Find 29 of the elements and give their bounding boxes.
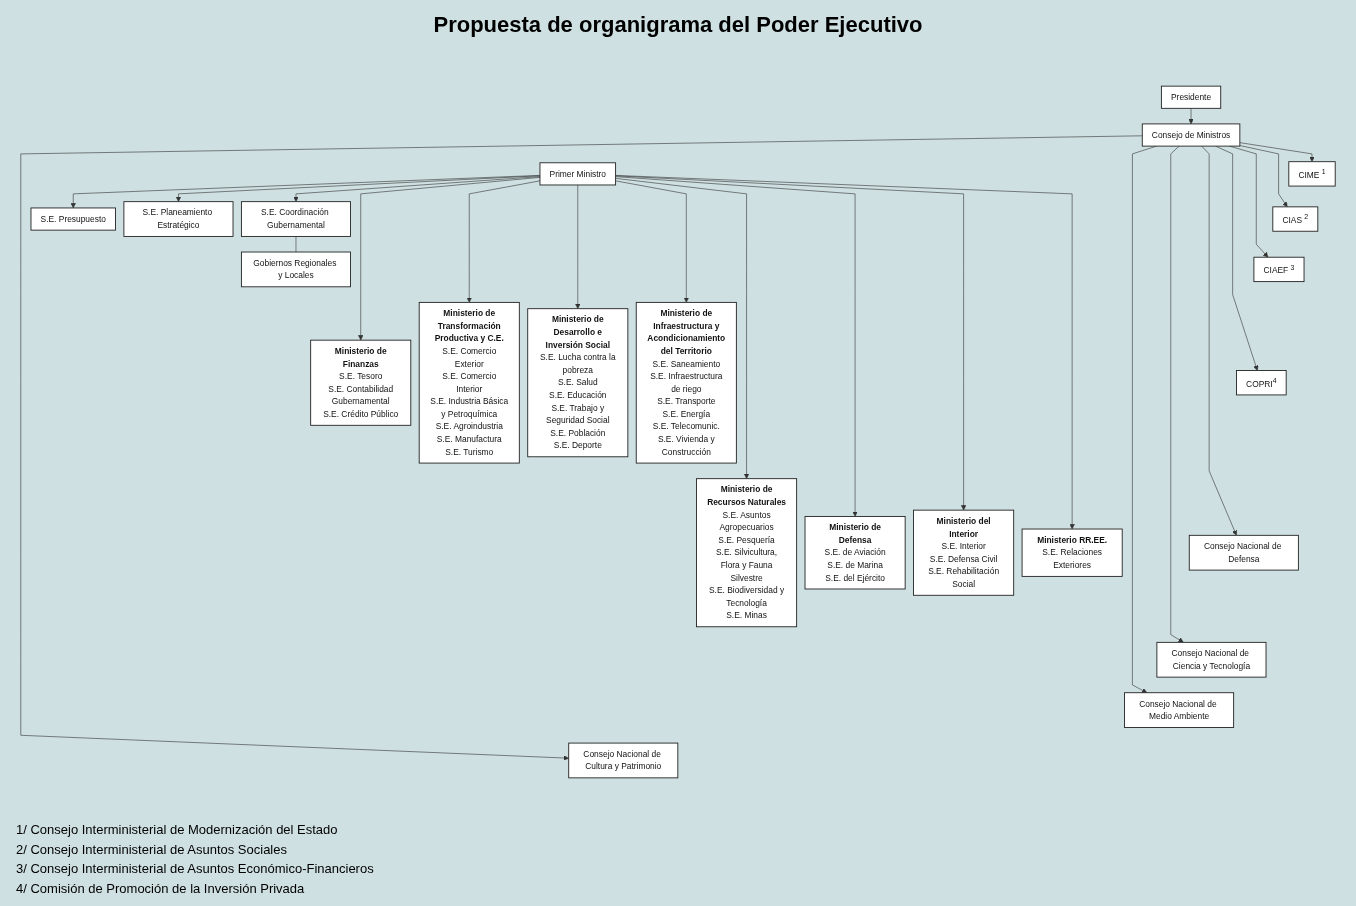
node-box: Primer Ministro xyxy=(539,162,617,186)
node-box: Presidente xyxy=(1160,85,1222,109)
node-box: Ministerio del Interior S.E. Interior S.E. Defensa Civil S.E. Rehabilitación Social xyxy=(913,509,1015,596)
node-box: Ministerio de Recursos Naturales S.E. Asuntos Agropecuarios S.E. Pesquería S.E. Silvicultura, Flora y Fauna Silvestre S.E. Biodiversidad y Tecnología S.E. Minas xyxy=(696,478,798,628)
node-box: Consejo Nacional de Ciencia y Tecnología xyxy=(1156,641,1267,678)
node-box: Ministerio de Finanzas S.E. Tesoro S.E. Contabilidad Gubernamental S.E. Crédito Público xyxy=(310,339,412,426)
node-box: CIAS $^{2}$ xyxy=(1272,206,1319,232)
node-box: CIME $^{1}$ xyxy=(1288,161,1336,187)
node-box: Ministerio de Desarrollo e Inversión Social S.E. Lucha contra la pobreza S.E. Salud S.E. Educación S.E. Trabajo y Seguridad Social S.E. Población S.E. Deporte xyxy=(527,308,629,458)
node-box: S.E. Presupuesto xyxy=(30,207,116,231)
node-box: COPRI$^{4}$ xyxy=(1236,370,1287,396)
footnote: 3/ Consejo Interministerial de Asuntos Económico-Financieros xyxy=(16,860,374,878)
node-box: Ministerio de Defensa S.E. de Aviación S.E. de Marina S.E. del Ejército xyxy=(804,516,906,590)
footnote: 1/ Consejo Interministerial de Modernización del Estado xyxy=(16,821,338,839)
node-box: Ministerio de Transformación Productiva y C.E. S.E. Comercio Exterior S.E. Comercio Interior S.E. Industria Básica y Petroquímica S.E. Agroindustria S.E. Manufactura S.E. Turismo xyxy=(418,301,520,464)
node-box: Ministerio RR.EE. S.E. Relaciones Exteriores xyxy=(1021,528,1123,577)
node-box: Ministerio de Infraestructura y Acondicionamiento del Territorio S.E. Saneamiento S.E. Infraestructura de riego S.E. Transporte S.E. Energía S.E. Telecomunic. S.E. Vivienda y Construcción xyxy=(635,301,737,464)
connector xyxy=(295,236,297,253)
node-box: S.E. Coordinación Gubernamental xyxy=(240,201,351,237)
node-box: Consejo Nacional de Defensa xyxy=(1188,534,1299,571)
node-box: Consejo Nacional de Medio Ambiente xyxy=(1124,692,1235,728)
node-box: Gobiernos Regionales y Locales xyxy=(240,251,351,288)
node-box: Consejo Nacional de Cultura y Patrimonio xyxy=(568,742,679,779)
footnote: 4/ Comisión de Promoción de la Inversión Privada xyxy=(16,879,305,898)
diagram-title: Propuesta de organigrama del Poder Ejecutivo xyxy=(433,12,923,38)
node-box: Consejo de Ministros xyxy=(1141,123,1241,147)
footnote: 2/ Consejo Interministerial de Asuntos Sociales xyxy=(16,840,287,859)
node-box: CIAEF $^{3}$ xyxy=(1253,256,1305,283)
node-box: S.E. Planeamiento Estratégico xyxy=(123,201,234,237)
